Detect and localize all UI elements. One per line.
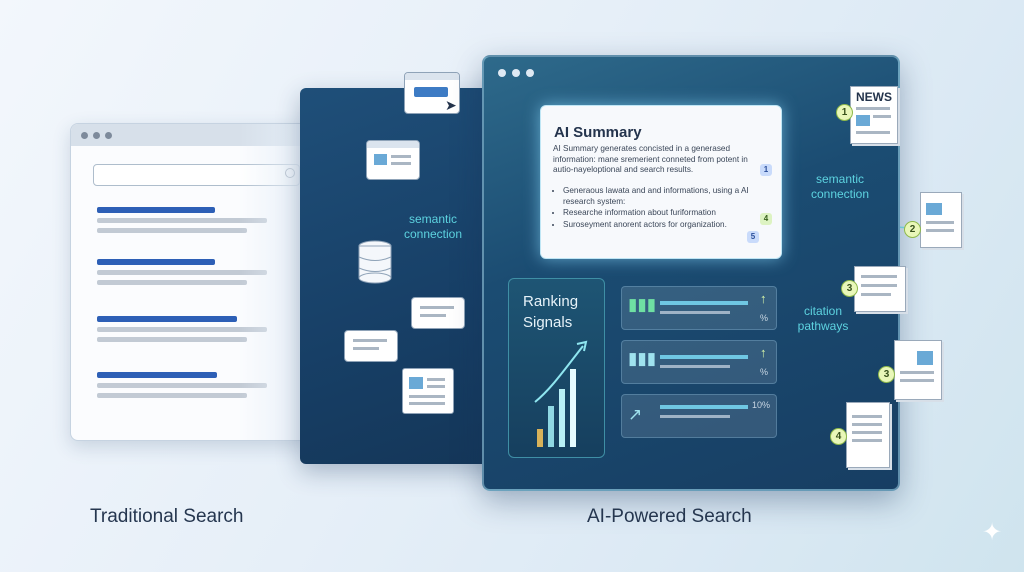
citation-number[interactable]: 2: [904, 221, 921, 238]
trend-line-icon: ↗: [628, 405, 643, 424]
signal-percent: 10%: [752, 400, 771, 410]
result-title[interactable]: [97, 316, 237, 322]
trend-chart-icon: ▮▮▮: [628, 349, 657, 368]
news-document[interactable]: NEWS: [850, 86, 898, 144]
citation-badge[interactable]: 4: [760, 213, 772, 225]
citation-number[interactable]: 3: [841, 280, 858, 297]
result-snippet: [97, 337, 247, 342]
summary-bullet: Suroseyment anorent actors for organizat…: [563, 220, 768, 231]
citation-number[interactable]: 1: [836, 104, 853, 121]
summary-bullet: Generaous lawata and and informations, u…: [563, 186, 768, 207]
result-snippet: [97, 327, 267, 332]
result-snippet: [97, 270, 267, 275]
bar-chart-icon: ▮▮▮: [628, 295, 657, 314]
source-document[interactable]: [854, 266, 906, 312]
result-snippet: [97, 218, 267, 223]
signal-row[interactable]: ▮▮▮ ↑ %: [621, 340, 777, 384]
browser-click-icon: ➤: [404, 72, 460, 114]
result-snippet: [97, 228, 247, 233]
traditional-search-caption: Traditional Search: [90, 506, 244, 527]
source-document[interactable]: [894, 340, 942, 400]
citation-badge[interactable]: 1: [760, 164, 772, 176]
database-icon: [358, 240, 392, 284]
summary-bullets: Generaous lawata and and informations, u…: [553, 186, 768, 231]
signal-row[interactable]: ▮▮▮ ↑ %: [621, 286, 777, 330]
result-title[interactable]: [97, 259, 215, 265]
document-icon: [402, 368, 454, 414]
chat-bubble-icon: [411, 297, 465, 329]
citation-number[interactable]: 4: [830, 428, 847, 445]
result-title[interactable]: [97, 372, 217, 378]
result-snippet: [97, 280, 247, 285]
ai-summary-card[interactable]: AI Summary AI Summary generates conciste…: [540, 105, 782, 259]
web-page-icon: [366, 140, 420, 180]
result-title[interactable]: [97, 207, 215, 213]
result-snippet: [97, 393, 247, 398]
source-document[interactable]: [846, 402, 890, 468]
arrow-up-icon: ↑: [760, 291, 767, 306]
signal-percent: %: [760, 367, 769, 377]
source-document[interactable]: [920, 192, 962, 248]
signal-percent: %: [760, 313, 769, 323]
result-snippet: [97, 383, 267, 388]
traditional-search-window: [70, 123, 310, 441]
growth-chart-icon: [534, 340, 588, 447]
summary-body: AI Summary generates concisted in a gene…: [553, 144, 748, 174]
ai-search-caption: AI-Powered Search: [587, 506, 752, 527]
citation-number[interactable]: 3: [878, 366, 895, 383]
message-icon: [344, 330, 398, 362]
arrow-up-icon: ↑: [760, 345, 767, 360]
summary-bullet: Researche information about furiformatio…: [563, 208, 768, 219]
sparkle-icon: ✦: [982, 519, 1003, 546]
citation-badge[interactable]: 5: [747, 231, 759, 243]
summary-title: AI Summary: [554, 124, 642, 141]
signal-row[interactable]: ↗ 10%: [621, 394, 777, 438]
